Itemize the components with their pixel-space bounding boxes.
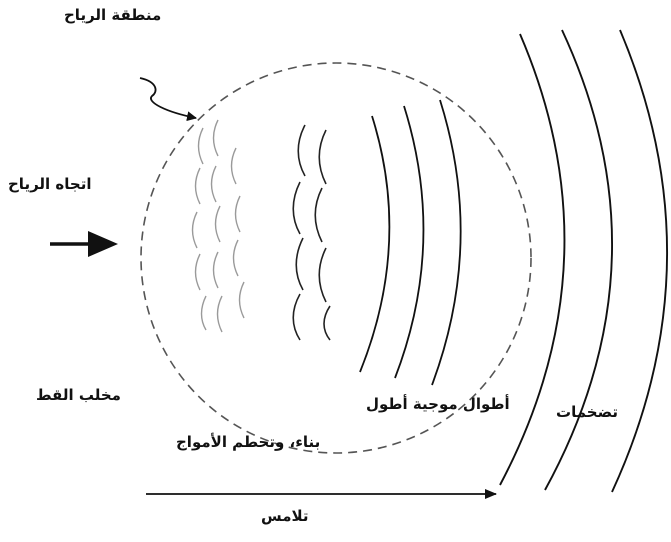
wind-zone-label: منطقة الرياح — [64, 6, 161, 24]
catspaw-ripples — [193, 120, 245, 332]
longer-wavelengths-label: أطوال موجية أطول — [366, 395, 510, 413]
longer-wavelength-waves — [360, 100, 461, 385]
building-breaking-waves — [293, 125, 330, 340]
wind-direction-arrow — [50, 231, 118, 257]
wind-zone-pointer-arrow — [140, 78, 196, 118]
building-breaking-label: بناء، وتحطم الأمواج — [176, 433, 320, 451]
wind-direction-label: اتجاه الرياح — [8, 175, 91, 193]
swells-label: تضخمات — [556, 403, 618, 421]
catspaw-label: مخلب القط — [36, 386, 121, 404]
swell-waves — [500, 30, 667, 492]
fetch-label: تلامس — [261, 507, 309, 525]
